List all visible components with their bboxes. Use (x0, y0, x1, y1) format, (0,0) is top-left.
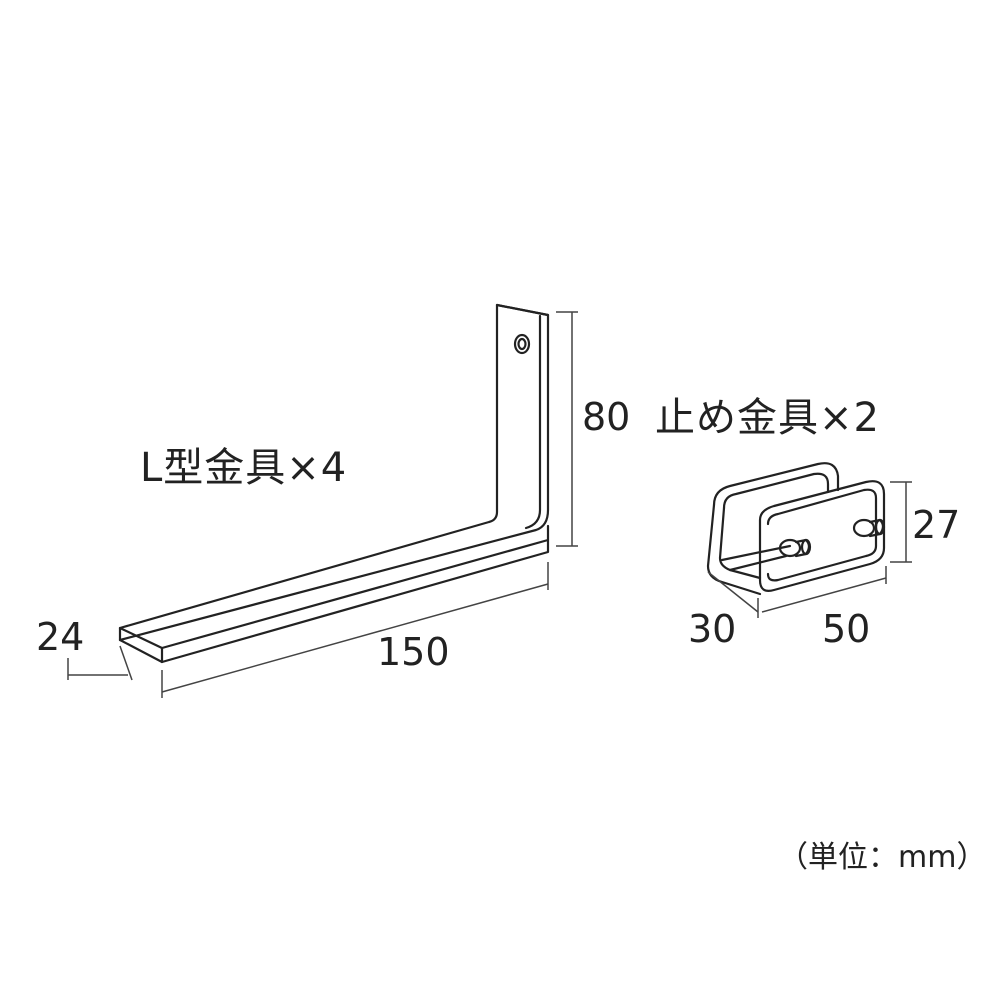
dim-label-length-50: 50 (822, 607, 871, 651)
l-bracket-foot (118, 524, 550, 650)
dim-label-width-30: 30 (688, 607, 737, 651)
stopper-title: 止め金具×2 (655, 395, 880, 441)
stopper-back-plate (712, 462, 840, 507)
l-bracket-foot-bottom (118, 538, 550, 664)
l-bracket-top-edge (495, 303, 550, 317)
bolt-icon (778, 538, 812, 558)
dim-30-line (707, 571, 759, 613)
bolt-icon (852, 518, 886, 538)
screw-hole-inner-icon (517, 337, 527, 351)
dim-50-line (761, 577, 887, 613)
dim-label-height-80: 80 (582, 395, 631, 439)
stopper-drawing (706, 462, 886, 596)
screw-hole-icon (513, 333, 531, 355)
stopper-dimensions (707, 481, 912, 618)
stopper-bottom (720, 544, 792, 572)
unit-note: （単位：mm） (778, 840, 987, 875)
dim-150-line (161, 583, 549, 693)
l-bracket-title: L型金具×4 (140, 445, 348, 491)
stopper-front-plate (758, 480, 886, 592)
dim-label-length-150: 150 (377, 630, 450, 674)
stopper-left-wall (706, 503, 762, 596)
l-bracket-dimensions (67, 311, 578, 698)
dim-label-height-27: 27 (912, 503, 961, 547)
dim-label-width-24: 24 (36, 615, 85, 659)
l-bracket-drawing (118, 303, 550, 664)
l-bracket-bend-edge (524, 314, 542, 530)
